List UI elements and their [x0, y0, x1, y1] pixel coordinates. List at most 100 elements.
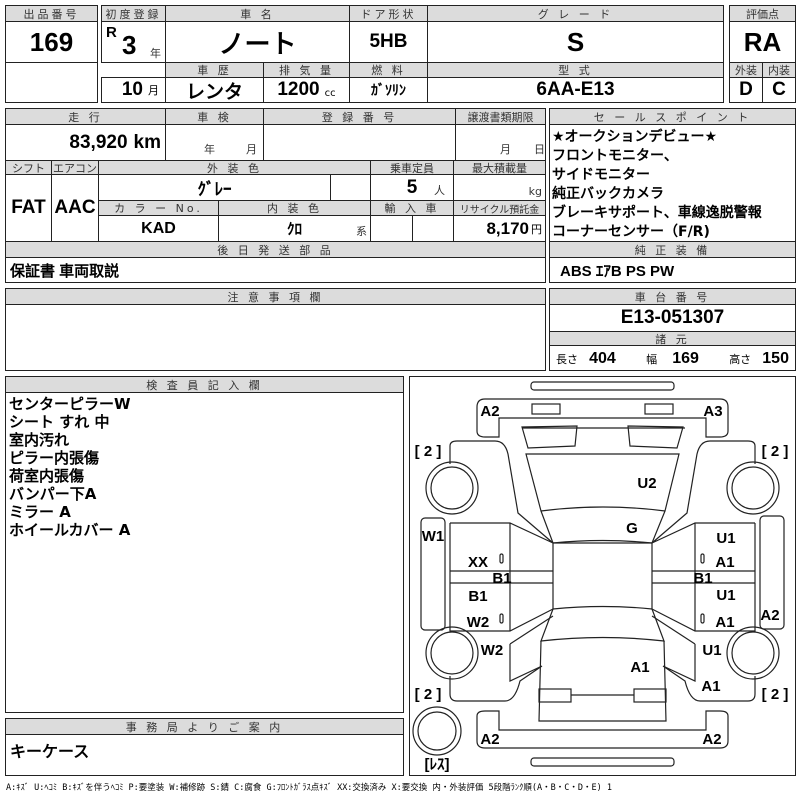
ac: AAC: [51, 174, 99, 242]
damage-mark: A2: [480, 403, 499, 420]
shift-label: シフト: [5, 160, 52, 175]
recycle-label: リサイクル預託金: [453, 200, 546, 216]
mileage-label: 走 行: [5, 108, 166, 125]
person-unit: 人: [434, 184, 445, 197]
sales-text: ★オークションデビュー★ フロントモニター、 サイドモニター 純正バックカメラ …: [552, 129, 762, 240]
sales-label: セ ー ル ス ポ イ ン ト: [549, 108, 796, 125]
damage-mark: B1: [693, 570, 712, 587]
legend: A:ｷｽﾞ U:ﾍｺﾐ B:ｷｽﾞを伴うﾍｺﾐ P:要塗装 W:補修跡 S:錆 …: [6, 783, 612, 793]
reg-year: 3: [122, 30, 137, 60]
int-score-label: 内装: [762, 62, 796, 78]
max-load-label: 最大積載量: [453, 160, 546, 175]
history-label: 車 歴: [165, 62, 264, 78]
month-unit: 月: [246, 143, 257, 156]
damage-mark: XX: [468, 554, 488, 571]
damage-mark: U2: [637, 475, 656, 492]
int-color-label: 内 装 色: [218, 200, 371, 216]
transfer-cell: 月 日: [455, 124, 546, 161]
capacity: 5: [406, 176, 418, 198]
cc-unit: cc: [324, 87, 336, 99]
history: レンタ: [165, 77, 264, 103]
grade: S: [427, 21, 724, 63]
yen-unit: 円: [531, 222, 542, 236]
damage-mark: A2: [480, 731, 499, 748]
equipment: ABS ｴｱB PS PW: [549, 257, 796, 283]
import-cell-2: [412, 215, 454, 242]
fuel-label: 燃 料: [349, 62, 428, 78]
ext-score-label: 外装: [729, 62, 763, 78]
mileage-cell: 83,920 km: [5, 124, 166, 161]
reg-no-value: [263, 124, 456, 161]
ac-label: エアコン: [51, 160, 99, 175]
first-reg-year-cell: R 3 年: [101, 21, 166, 63]
later-parts-label: 後 日 発 送 部 品: [5, 241, 546, 258]
spare-tire: [ﾚｽ]: [425, 756, 450, 773]
capacity-label: 乗車定員: [370, 160, 454, 175]
car-outline: [412, 381, 785, 767]
lot-label: 出品番号: [5, 5, 98, 22]
month-unit: 月: [500, 143, 511, 156]
notes-label: 注 意 事 項 欄: [5, 288, 546, 305]
reg-month-cell: 10 月: [101, 77, 166, 103]
inspection-label: 車 検: [165, 108, 264, 125]
day-unit: 日: [534, 143, 545, 156]
capacity-cell: 5 人: [370, 174, 454, 201]
km-unit: km: [133, 131, 161, 153]
damage-mark: U1: [716, 587, 735, 604]
damage-diagram: [ 2 ] [ 2 ] [ 2 ] [ 2 ] [ﾚｽ] A2 A3 U2 G …: [409, 376, 796, 776]
tire-fr: [ 2 ]: [762, 443, 789, 460]
recycle-cell: 8,170 円: [453, 215, 546, 242]
specs-label: 諸 元: [549, 331, 796, 346]
later-parts: 保証書 車両取説: [5, 257, 546, 283]
ext-color-extra: [330, 174, 371, 201]
damage-mark: A1: [701, 678, 720, 695]
transfer-label: 譲渡書類期限: [455, 108, 546, 125]
inspector-area: センターピラーW シート すれ 中 室内汚れ ピラー内張傷 荷室内張傷 バンパー…: [5, 392, 404, 713]
inspection-cell: 年 月: [165, 124, 264, 161]
fuel: ｶﾞｿﾘﾝ: [349, 77, 428, 103]
grade-label: グ レ ー ド: [427, 5, 724, 22]
max-load-cell: kg: [453, 174, 546, 201]
width: 169: [672, 350, 699, 367]
lot-empty: [5, 62, 98, 103]
damage-mark: G: [626, 520, 638, 537]
damage-mark: A1: [715, 614, 734, 631]
ext-color: ｸﾞﾚｰ: [98, 174, 331, 201]
car-name-label: 車 名: [165, 5, 350, 22]
reg-month: 10: [121, 79, 143, 100]
import-cell-1: [370, 215, 413, 242]
month-unit: 月: [148, 84, 159, 97]
recycle-fee: 8,170: [486, 218, 529, 238]
notes-area: [5, 304, 546, 371]
inspector-label: 検 査 員 記 入 欄: [5, 376, 404, 393]
era: R: [106, 24, 117, 41]
damage-mark: W2: [467, 614, 490, 631]
score-label: 評価点: [729, 5, 796, 22]
chassis-label: 車 台 番 号: [549, 288, 796, 305]
damage-mark: A1: [715, 554, 734, 571]
shift: FAT: [5, 174, 52, 242]
height-label: 高さ: [729, 353, 752, 366]
tire-rr: [ 2 ]: [762, 686, 789, 703]
door-type: 5HB: [349, 21, 428, 63]
inspector-notes: センターピラーW シート すれ 中 室内汚れ ピラー内張傷 荷室内張傷 バンパー…: [9, 395, 131, 539]
kg-unit: kg: [528, 185, 542, 198]
year-unit: 年: [204, 143, 215, 156]
mileage: 83,920: [69, 131, 128, 153]
displacement: 1200: [277, 79, 320, 100]
damage-mark: W2: [481, 642, 504, 659]
damage-mark: A3: [703, 403, 722, 420]
specs-row: 長さ 404 幅 169 高さ 150: [549, 345, 796, 371]
damage-mark: W1: [422, 528, 445, 545]
car-name: ノート: [165, 21, 350, 63]
door-label: ドア形状: [349, 5, 428, 22]
damage-mark: A2: [760, 607, 779, 624]
color-no: KAD: [98, 215, 219, 242]
office-note: キーケース: [5, 734, 404, 776]
height: 150: [762, 350, 789, 367]
int-score: C: [762, 77, 796, 103]
damage-mark: B1: [468, 588, 487, 605]
ext-score: D: [729, 77, 763, 103]
ext-color-label: 外 装 色: [98, 160, 371, 175]
first-reg-label: 初度登録: [101, 5, 166, 22]
